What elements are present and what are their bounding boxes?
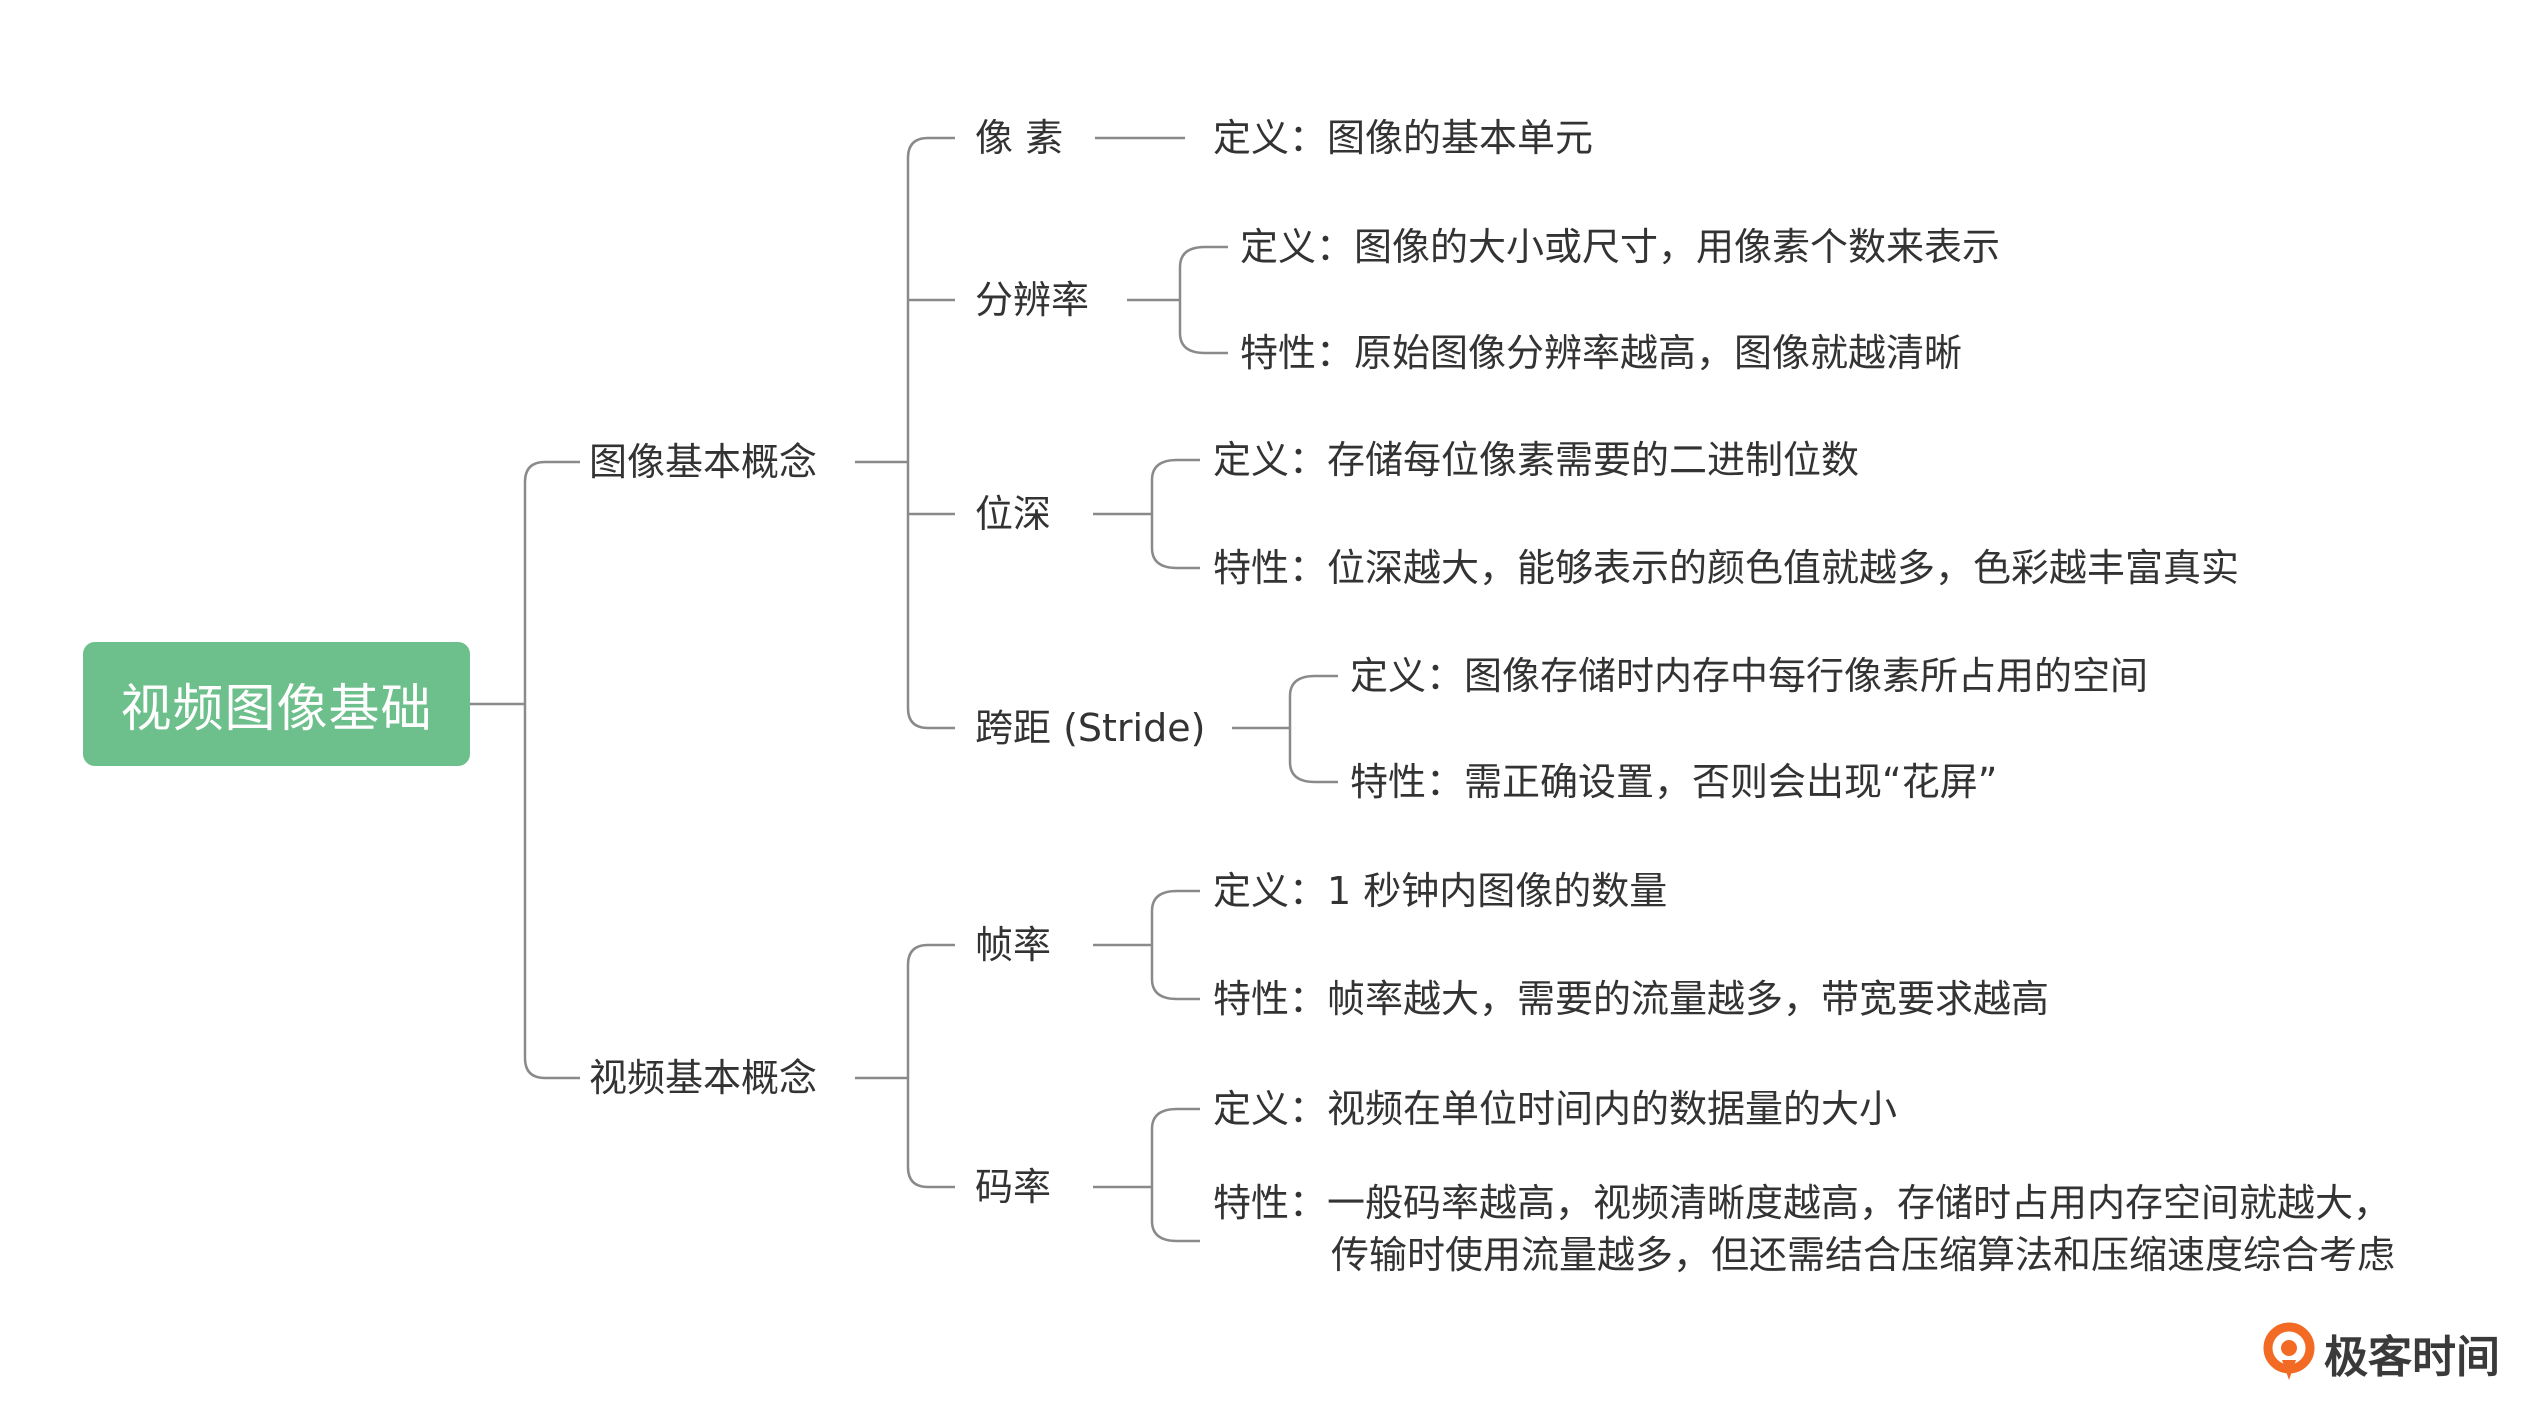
leaf-framerate-property-text: 特性：帧率越大，需要的流量越多，带宽要求越高: [1213, 977, 2050, 1021]
leaf-framerate-property[interactable]: 特性：帧率越大，需要的流量越多，带宽要求越高: [1213, 980, 2049, 1018]
leaf-pixel-definition[interactable]: 定义：图像的基本单元: [1213, 119, 1593, 157]
leaf-resolution-definition-text: 定义：图像的大小或尺寸，用像素个数来表示: [1240, 225, 2001, 269]
leaf-resolution-property-text: 特性：原始图像分辨率越高，图像就越清晰: [1240, 331, 1963, 375]
leaf-resolution-property[interactable]: 特性：原始图像分辨率越高，图像就越清晰: [1240, 334, 1962, 372]
node-bitrate-label: 码率: [975, 1165, 1052, 1209]
node-stride[interactable]: 跨距 (Stride): [975, 709, 1205, 747]
logo-text: 极客时间: [2324, 1332, 2500, 1383]
leaf-stride-property[interactable]: 特性：需正确设置，否则会出现“花屏”: [1350, 763, 1997, 801]
leaf-bitdepth-property-text: 特性：位深越大，能够表示的颜色值就越多，色彩越丰富真实: [1213, 546, 2240, 590]
node-video-concepts-label: 视频基本概念: [589, 1056, 818, 1100]
node-resolution-label: 分辨率: [975, 278, 1090, 322]
node-pixel[interactable]: 像 素: [975, 119, 1063, 157]
node-video-concepts[interactable]: 视频基本概念: [589, 1059, 817, 1097]
leaf-stride-definition[interactable]: 定义：图像存储时内存中每行像素所占用的空间: [1350, 657, 2148, 695]
leaf-resolution-definition[interactable]: 定义：图像的大小或尺寸，用像素个数来表示: [1240, 228, 2000, 266]
leaf-stride-definition-text: 定义：图像存储时内存中每行像素所占用的空间: [1350, 654, 2149, 698]
leaf-bitrate-definition-text: 定义：视频在单位时间内的数据量的大小: [1213, 1087, 1898, 1131]
leaf-bitdepth-definition[interactable]: 定义：存储每位像素需要的二进制位数: [1213, 441, 1859, 479]
leaf-bitrate-property-line1: 特性：一般码率越高，视频清晰度越高，存储时占用内存空间就越大，: [1213, 1181, 2392, 1225]
leaf-stride-property-text: 特性：需正确设置，否则会出现“花屏”: [1350, 760, 1998, 804]
root-label: 视频图像基础: [120, 680, 433, 739]
node-bitrate[interactable]: 码率: [975, 1168, 1051, 1206]
leaf-pixel-definition-text: 定义：图像的基本单元: [1213, 116, 1594, 160]
root-node[interactable]: 视频图像基础: [83, 642, 470, 766]
leaf-bitrate-definition[interactable]: 定义：视频在单位时间内的数据量的大小: [1213, 1090, 1897, 1128]
leaf-framerate-definition-text: 定义：1 秒钟内图像的数量: [1213, 869, 1668, 913]
node-bitdepth[interactable]: 位深: [975, 495, 1051, 533]
geektime-logo-icon: [2263, 1322, 2315, 1380]
leaf-bitdepth-property[interactable]: 特性：位深越大，能够表示的颜色值就越多，色彩越丰富真实: [1213, 549, 2239, 587]
node-resolution[interactable]: 分辨率: [975, 281, 1089, 319]
node-stride-label: 跨距 (Stride): [975, 706, 1206, 750]
leaf-bitrate-property[interactable]: 特性：一般码率越高，视频清晰度越高，存储时占用内存空间就越大， 传输时使用流量越…: [1213, 1177, 2395, 1281]
leaf-bitdepth-definition-text: 定义：存储每位像素需要的二进制位数: [1213, 438, 1860, 482]
node-image-concepts-label: 图像基本概念: [589, 440, 818, 484]
node-framerate[interactable]: 帧率: [975, 926, 1051, 964]
node-bitdepth-label: 位深: [975, 492, 1052, 536]
geektime-logo: 极客时间: [2262, 1318, 2500, 1388]
leaf-bitrate-property-line2: 传输时使用流量越多，但还需结合压缩算法和压缩速度综合考虑: [1331, 1233, 2396, 1277]
leaf-framerate-definition[interactable]: 定义：1 秒钟内图像的数量: [1213, 872, 1667, 910]
node-pixel-label: 像 素: [975, 116, 1064, 160]
node-framerate-label: 帧率: [975, 923, 1052, 967]
node-image-concepts[interactable]: 图像基本概念: [589, 443, 817, 481]
